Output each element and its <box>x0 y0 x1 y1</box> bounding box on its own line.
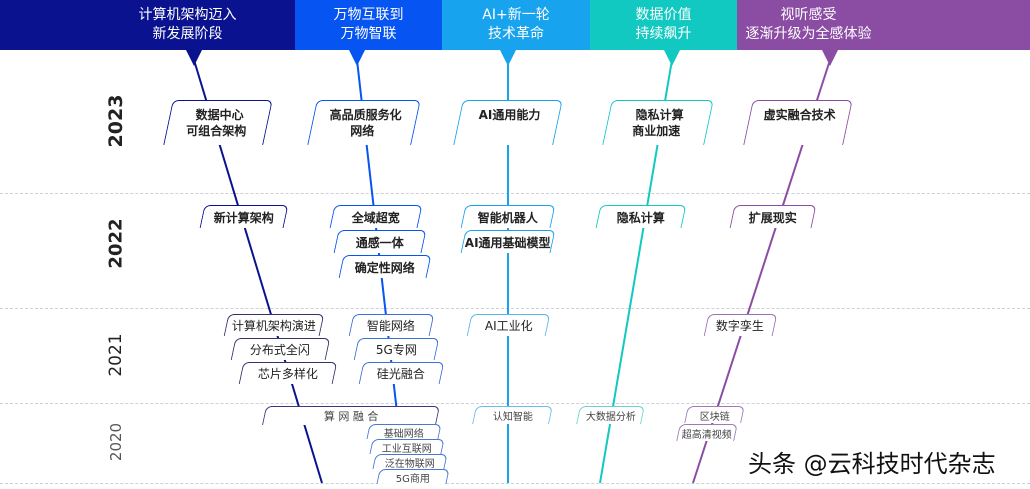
header-text: 新发展阶段 <box>152 26 223 42</box>
node-text: 可组合架构 <box>186 124 247 138</box>
year-divider <box>0 308 1030 309</box>
watermark: 头条 @云科技时代杂志 <box>748 450 996 478</box>
node-2022: 扩展现实 <box>729 205 817 228</box>
node-text: 隐私计算 <box>616 210 665 225</box>
node-2020: 大数据分析 <box>576 406 645 424</box>
node-text: 智能网络 <box>367 319 416 333</box>
node-2021: 数字孪生 <box>703 314 778 336</box>
pointer-col2 <box>349 50 365 66</box>
header-text: AI+新一轮 <box>482 7 550 23</box>
node-text: 网络 <box>350 124 375 138</box>
year-divider <box>0 193 1030 194</box>
node-text: 高品质服务化 <box>329 108 402 122</box>
node-text: 计算机架构演进 <box>231 319 316 333</box>
node-text: 新计算架构 <box>213 210 274 225</box>
node-2023-1: 数据中心可组合架构 <box>163 100 273 145</box>
node-text: AI通用基础模型 <box>465 235 551 250</box>
node-2021: 智能网络 <box>348 314 435 336</box>
pointer-col3 <box>500 50 516 66</box>
node-text: 智能机器人 <box>477 210 538 225</box>
node-text: AI通用能力 <box>478 108 541 122</box>
node-text: AI工业化 <box>484 319 533 333</box>
node-text: 全域超宽 <box>351 210 400 225</box>
node-2023-4: 隐私计算商业加速 <box>602 100 714 145</box>
node-2020: 5G商用 <box>376 469 450 485</box>
header-col1: 计算机架构迈入新发展阶段 <box>0 0 295 50</box>
node-2022: 新计算架构 <box>199 205 289 228</box>
node-text: 商业加速 <box>632 124 681 138</box>
pointer-col5 <box>822 50 838 66</box>
header-col3: AI+新一轮技术革命 <box>442 0 590 50</box>
node-2020: 工业互联网 <box>369 439 445 455</box>
header-text: 视听感受 <box>780 7 837 23</box>
node-text: 扩展现实 <box>748 210 797 225</box>
header-col4: 数据价值持续飙升 <box>590 0 737 50</box>
node-2020: 超高清视频 <box>676 424 738 441</box>
node-text: 5G商用 <box>395 473 430 485</box>
year-divider <box>0 483 1030 484</box>
header-text: 数据价值 <box>635 7 692 23</box>
node-text: 硅光融合 <box>377 367 426 381</box>
node-text: 泛在物联网 <box>384 458 435 470</box>
node-text: 确定性网络 <box>354 260 415 275</box>
node-2021: 分布式全闪 <box>230 338 331 360</box>
header-text: 万物智联 <box>340 26 397 42</box>
node-2020: 基础网络 <box>366 424 442 440</box>
node-2023-5: 虚实融合技术 <box>743 100 853 145</box>
node-text: 认知智能 <box>492 412 533 423</box>
node-2020: 认知智能 <box>472 406 553 424</box>
node-2021: 5G专网 <box>353 338 440 360</box>
node-text: 隐私计算 <box>635 108 684 122</box>
header-col2: 万物互联到万物智联 <box>295 0 442 50</box>
header-text: 持续飙升 <box>635 26 692 42</box>
header-text: 逐渐升级为全感体验 <box>745 26 872 42</box>
node-2023-3: AI通用能力 <box>453 100 563 145</box>
node-2022: 全域超宽 <box>329 205 423 228</box>
node-text: 数字孪生 <box>716 319 765 333</box>
header-text: 万物互联到 <box>333 7 404 23</box>
header-text: 技术革命 <box>488 26 544 42</box>
year-divider <box>0 403 1030 404</box>
node-2022: 通感一体 <box>333 230 427 253</box>
node-2022: 确定性网络 <box>338 255 432 278</box>
node-2020: 泛在物联网 <box>372 454 448 470</box>
node-2022: AI通用基础模型 <box>460 230 556 253</box>
node-2022: 智能机器人 <box>460 205 556 228</box>
node-2021: 芯片多样化 <box>238 362 338 384</box>
node-text: 算 网 融 合 <box>323 410 379 423</box>
node-text: 超高清视频 <box>681 429 732 441</box>
node-text: 通感一体 <box>355 235 404 250</box>
node-2023-2: 高品质服务化网络 <box>307 100 421 145</box>
node-text: 区块链 <box>699 411 730 423</box>
node-text: 工业互联网 <box>381 443 432 455</box>
node-2020: 区块链 <box>684 406 745 423</box>
pointer-col1 <box>186 50 202 66</box>
node-text: 基础网络 <box>383 428 424 440</box>
node-text: 分布式全闪 <box>250 343 311 357</box>
node-text: 大数据分析 <box>585 412 636 423</box>
node-text: 芯片多样化 <box>257 367 318 381</box>
node-2020: 算 网 融 合 <box>261 406 441 425</box>
node-text: 5G专网 <box>375 343 417 357</box>
node-2021: 计算机架构演进 <box>223 314 325 336</box>
node-text: 数据中心 <box>195 108 244 122</box>
header-col5: 视听感受逐渐升级为全感体验 <box>737 0 1030 50</box>
node-2021: 硅光融合 <box>358 362 445 384</box>
node-text: 虚实融合技术 <box>763 108 836 122</box>
header-text: 计算机架构迈入 <box>138 7 237 23</box>
node-2021: AI工业化 <box>466 314 551 336</box>
node-2022: 隐私计算 <box>595 205 687 228</box>
pointer-col4 <box>664 50 680 66</box>
